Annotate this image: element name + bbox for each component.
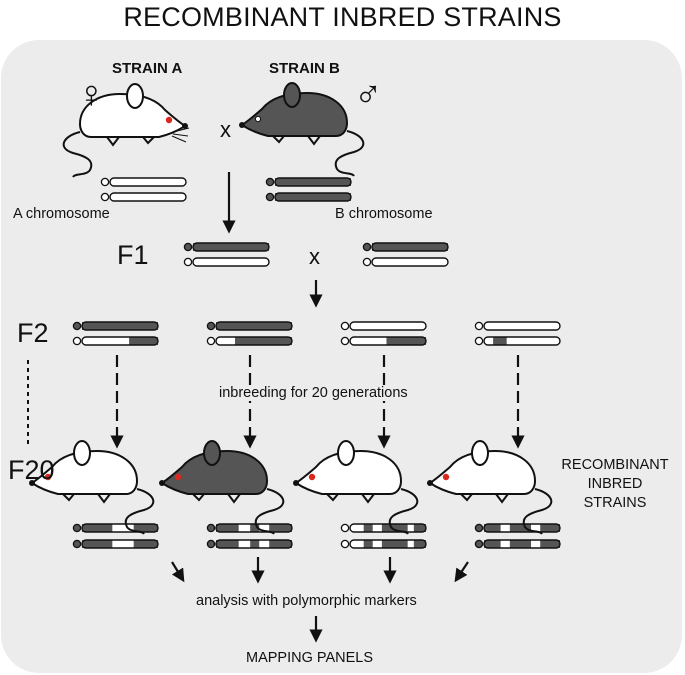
ri-chromosome-1 (72, 523, 159, 533)
diagram-panel (1, 40, 682, 673)
ri-chromosome-3 (340, 539, 427, 549)
ri-chromosome-3 (340, 523, 427, 533)
ri-chromosome-2 (206, 539, 293, 549)
mouse-eye (254, 115, 262, 123)
f2-chromosome (340, 321, 427, 331)
ri-chromosome-4 (474, 523, 561, 533)
strain-b-mouse (239, 82, 365, 177)
f1-label: F1 (117, 240, 149, 270)
a-chromosome-label: A chromosome (13, 206, 110, 222)
f1-chromosome-1 (183, 242, 270, 252)
mouse-eye (165, 116, 173, 124)
female-symbol-icon: ♀ (77, 74, 106, 116)
ri-mouse-4 (427, 440, 553, 535)
mapping-panels-label: MAPPING PANELS (246, 650, 374, 666)
b-chromosome-label: B chromosome (335, 206, 433, 222)
f2-chromosome (340, 336, 427, 346)
recombinant-label-line-1: RECOMBINANT (561, 457, 669, 473)
recombinant-label-line-3: STRAINS (583, 495, 647, 511)
strain-a-label: STRAIN A (112, 60, 183, 77)
analysis-arrows (171, 557, 469, 584)
chromosome-b-1 (265, 177, 352, 187)
f1-chromosome-2 (183, 257, 270, 267)
ri-chromosome-4 (474, 539, 561, 549)
f2-chromosome (206, 336, 293, 346)
recombinant-inbred-strains-label: RECOMBINANT INBRED STRAINS (554, 456, 676, 513)
chromosome-a-1 (100, 177, 187, 187)
f1-chromosome-4 (362, 257, 449, 267)
ri-mouse-2 (159, 440, 285, 535)
ri-chromosome-2 (206, 523, 293, 533)
ri-chromosome-1 (72, 539, 159, 549)
chromosome-pairs (72, 177, 561, 549)
f1-chromosome-3 (362, 242, 449, 252)
f2-chromosome (206, 321, 293, 331)
strain-b-label: STRAIN B (269, 60, 340, 77)
ri-mouse-1 (29, 440, 155, 535)
chromosome-b-2 (265, 192, 352, 202)
inbreeding-label: inbreeding for 20 generations (216, 385, 411, 401)
cross-symbol-parents: x (220, 117, 231, 142)
f2-chromosome (72, 321, 159, 331)
cross-symbol-f1: x (309, 244, 320, 269)
ri-mouse-3 (293, 440, 419, 535)
diagram-title: RECOMBINANT INBRED STRAINS (123, 2, 562, 32)
strain-a-mouse (62, 83, 190, 178)
male-symbol-icon: ♂ (354, 74, 383, 116)
f20-label: F20 (8, 455, 55, 485)
analysis-label: analysis with polymorphic markers (196, 593, 417, 609)
f2-chromosome (72, 336, 159, 346)
f2-label: F2 (17, 318, 49, 348)
recombinant-label-line-2: INBRED (587, 476, 643, 492)
f2-chromosome (474, 321, 561, 331)
chromosome-a-2 (100, 192, 187, 202)
f2-chromosome (474, 336, 561, 346)
